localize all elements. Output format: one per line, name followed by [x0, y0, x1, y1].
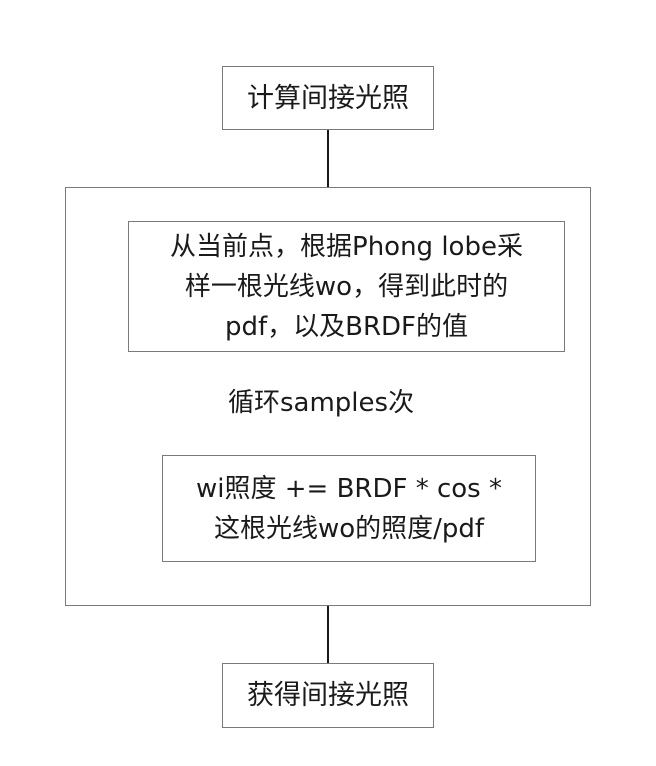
connector-top — [327, 130, 329, 188]
sample-step-label: 从当前点，根据Phong lobe采 样一根光线wo，得到此时的 pdf，以及B… — [170, 231, 523, 342]
start-node: 计算间接光照 — [222, 66, 434, 130]
sample-step-node: 从当前点，根据Phong lobe采 样一根光线wo，得到此时的 pdf，以及B… — [128, 221, 565, 352]
accumulate-step-label: wi照度 += BRDF * cos * 这根光线wo的照度/pdf — [195, 473, 502, 544]
end-node: 获得间接光照 — [222, 663, 434, 728]
start-node-label: 计算间接光照 — [247, 82, 409, 114]
accumulate-step-node: wi照度 += BRDF * cos * 这根光线wo的照度/pdf — [162, 455, 536, 562]
end-node-label: 获得间接光照 — [247, 680, 409, 711]
loop-label: 循环samples次 — [228, 388, 415, 418]
connector-bottom — [327, 606, 329, 664]
